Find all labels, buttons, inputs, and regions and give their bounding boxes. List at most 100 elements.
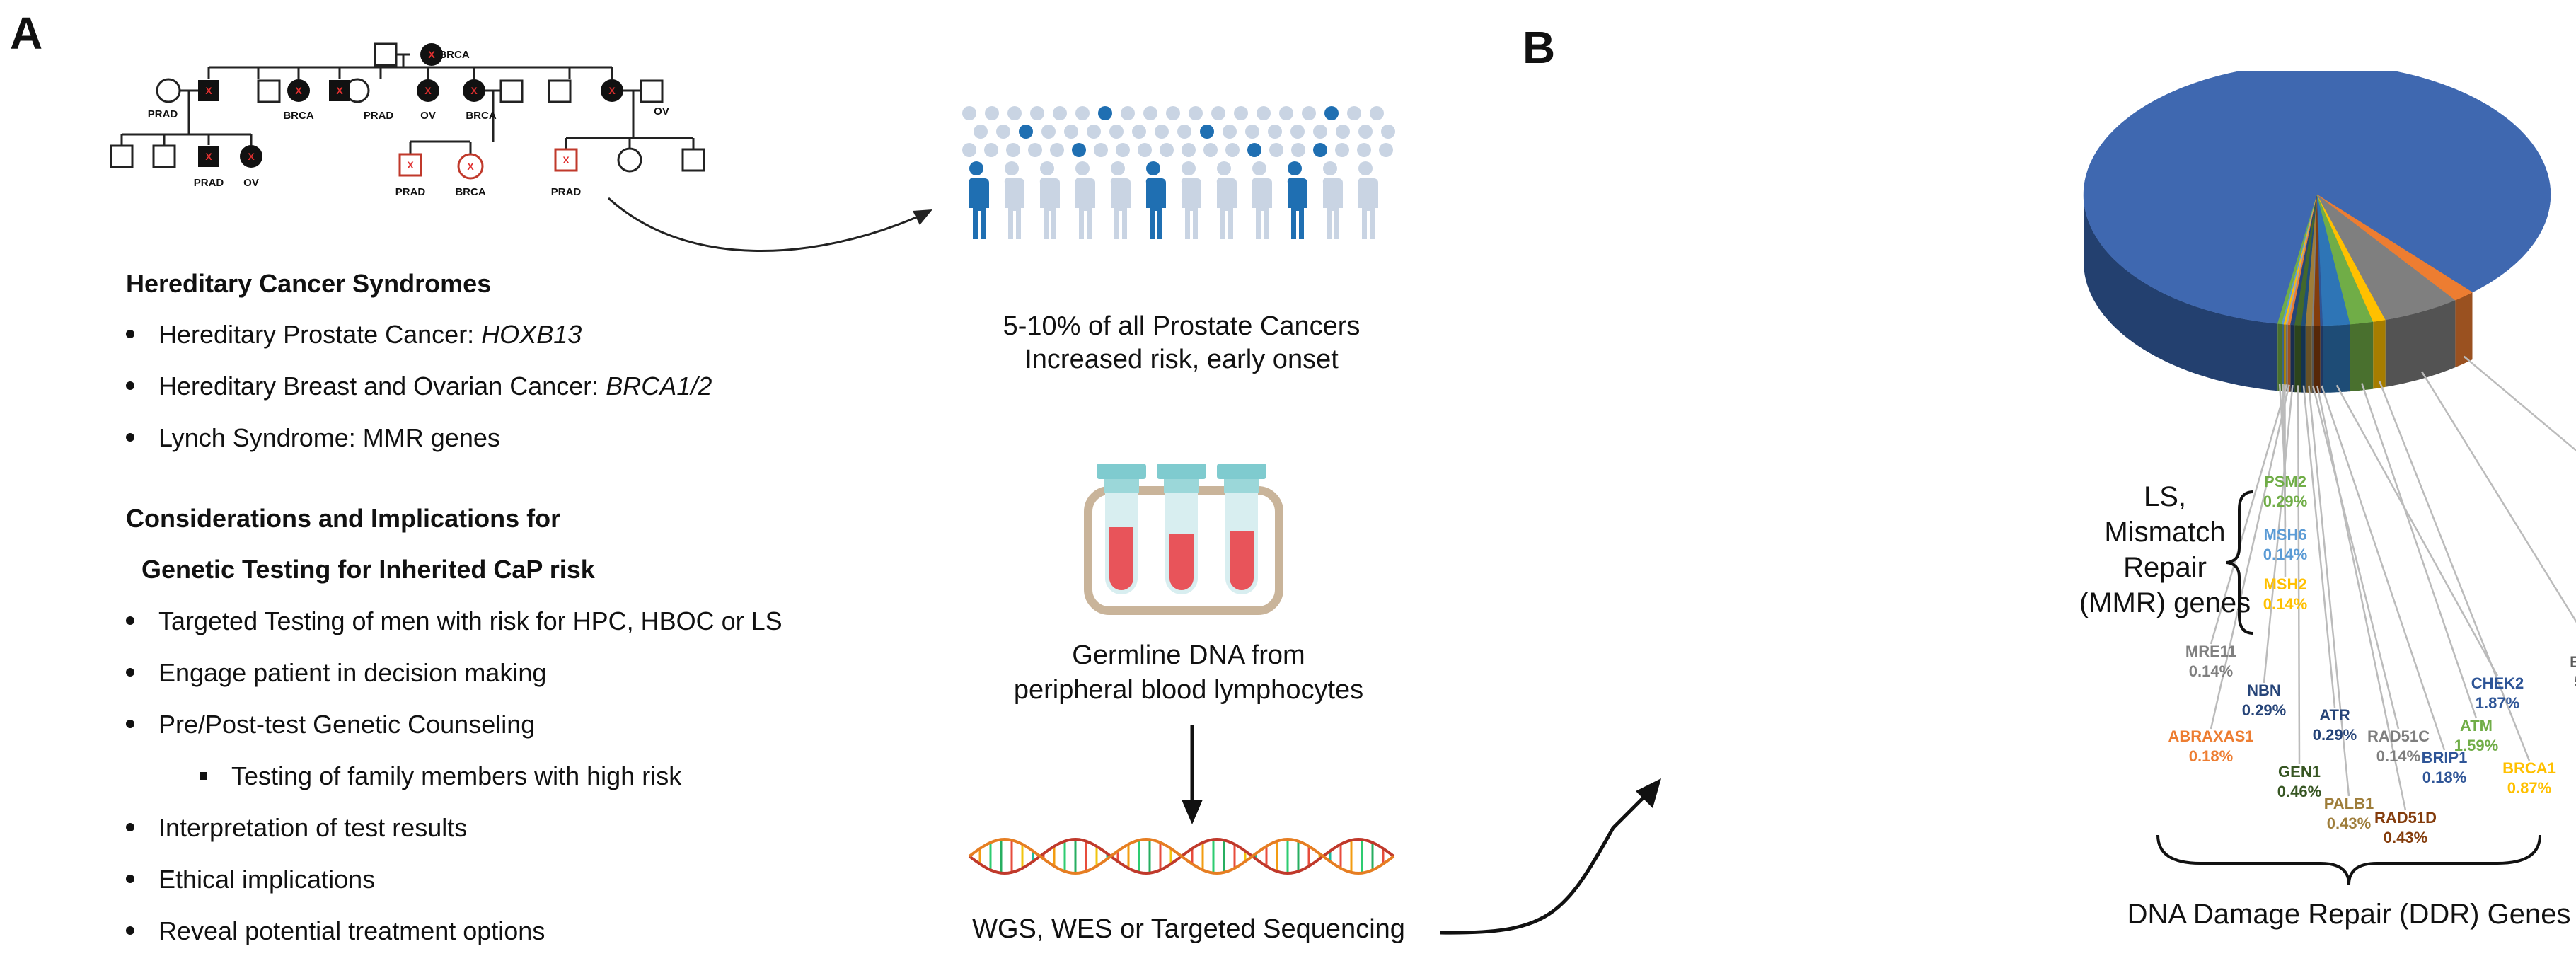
population-dot bbox=[1109, 125, 1124, 139]
list-item-counseling: Pre/Post-test Genetic Counseling bbox=[126, 710, 535, 739]
population-dot bbox=[985, 106, 999, 120]
person-icon bbox=[1180, 161, 1201, 239]
slice-gene-label: ABRAXAS1 bbox=[2168, 727, 2253, 745]
panel-b-letter: B bbox=[1523, 22, 1556, 73]
slice-gene-label: PSM2 bbox=[2264, 473, 2306, 490]
pie-main-side bbox=[2084, 195, 2278, 391]
pie-slice bbox=[2301, 194, 2318, 326]
svg-text:X: X bbox=[407, 159, 414, 171]
population-dot bbox=[1324, 106, 1339, 120]
population-dot bbox=[1182, 143, 1196, 157]
list-item-interpretation: Interpretation of test results bbox=[126, 813, 467, 843]
population-dot bbox=[1203, 143, 1218, 157]
slice-gene-label: BRCA2 bbox=[2570, 653, 2576, 671]
slice-percent-label: 0.14% bbox=[2376, 747, 2420, 765]
list-item-hboc: Hereditary Breast and Ovarian Cancer: BR… bbox=[126, 372, 712, 401]
svg-text:BRCA: BRCA bbox=[455, 186, 485, 198]
population-dot bbox=[1200, 125, 1214, 139]
leader-line bbox=[2321, 385, 2446, 751]
svg-text:X: X bbox=[205, 85, 212, 96]
population-dot bbox=[1028, 143, 1042, 157]
population-dot bbox=[996, 125, 1010, 139]
population-dot bbox=[1160, 143, 1174, 157]
population-dot bbox=[1006, 143, 1020, 157]
population-dot bbox=[1177, 125, 1191, 139]
pie-slice-side bbox=[2305, 325, 2312, 393]
svg-text:X: X bbox=[424, 85, 432, 96]
pedigree-to-population-arrow bbox=[607, 197, 932, 253]
population-dot bbox=[1094, 143, 1108, 157]
person-icon bbox=[968, 161, 989, 239]
svg-text:PRAD: PRAD bbox=[551, 186, 582, 198]
slice-gene-label: CHEK2 bbox=[2471, 674, 2524, 692]
population-dot bbox=[1268, 125, 1282, 139]
population-dot bbox=[1234, 106, 1248, 120]
pie-slice-side bbox=[2314, 326, 2321, 393]
leader-line bbox=[2312, 385, 2400, 730]
leader-line bbox=[2210, 384, 2288, 645]
slice-gene-label: MSH2 bbox=[2263, 575, 2306, 593]
population-dot bbox=[1116, 143, 1130, 157]
population-dot bbox=[1050, 143, 1064, 157]
population-dot bbox=[1223, 125, 1237, 139]
leader-line bbox=[2316, 385, 2407, 811]
slice-percent-label: 0.14% bbox=[2189, 662, 2233, 680]
pie-slice-side bbox=[2301, 325, 2306, 393]
slice-percent-label: 1.87% bbox=[2476, 694, 2519, 712]
ddr-pie-chart: PSM20.29%MSH60.14%MSH20.14%MRE110.14%ABR… bbox=[2079, 71, 2576, 930]
slice-percent-label: 0.14% bbox=[2263, 546, 2307, 563]
pie-slice bbox=[2314, 194, 2321, 326]
pie-slice-side bbox=[2350, 321, 2374, 392]
svg-text:PRAD: PRAD bbox=[364, 110, 394, 122]
down-arrow bbox=[1182, 725, 1203, 824]
svg-text:X: X bbox=[295, 85, 302, 96]
slice-percent-label: 0.46% bbox=[2277, 783, 2321, 800]
section-hereditary-title: Hereditary Cancer Syndromes bbox=[126, 269, 492, 298]
germline-dna-line1: Germline DNA from bbox=[1072, 640, 1305, 670]
population-dot bbox=[1290, 125, 1305, 139]
svg-text:BRCA: BRCA bbox=[283, 110, 313, 122]
population-dot bbox=[1075, 106, 1090, 120]
slice-percent-label: 0.29% bbox=[2242, 701, 2286, 719]
leader-line bbox=[2263, 384, 2294, 684]
person-icon bbox=[1322, 161, 1343, 239]
population-dot bbox=[1211, 106, 1225, 120]
population-dot bbox=[1313, 125, 1327, 139]
slice-gene-label: MSH6 bbox=[2263, 526, 2306, 543]
svg-text:X: X bbox=[336, 85, 343, 96]
prostate-cancer-stat: 5-10% of all Prostate Cancers bbox=[1003, 311, 1361, 341]
pie-slice bbox=[2316, 194, 2456, 321]
dna-helix-icon bbox=[968, 837, 1395, 875]
list-item-treatment: Reveal potential treatment options bbox=[126, 916, 545, 946]
svg-text:BRCA: BRCA bbox=[439, 49, 469, 61]
section-considerations-title-1: Considerations and Implications for bbox=[126, 504, 561, 533]
population-dot bbox=[1189, 106, 1203, 120]
population-dot bbox=[1370, 106, 1384, 120]
svg-text:X: X bbox=[428, 49, 435, 60]
pie-slice-side bbox=[2282, 323, 2284, 392]
germline-dna-line2: peripheral blood lymphocytes bbox=[1013, 675, 1364, 705]
slice-gene-label: ATR bbox=[2319, 706, 2350, 724]
population-dot bbox=[1257, 106, 1271, 120]
list-item-engage-patient: Engage patient in decision making bbox=[126, 658, 546, 688]
leader-line bbox=[2210, 384, 2290, 730]
population-dot bbox=[1087, 125, 1101, 139]
population-dot bbox=[1030, 106, 1044, 120]
prostate-risk-note: Increased risk, early onset bbox=[1024, 345, 1339, 374]
pie-slice bbox=[2294, 194, 2318, 326]
leader-line bbox=[2463, 355, 2576, 452]
population-dot bbox=[1143, 106, 1157, 120]
pie-slice bbox=[2316, 194, 2473, 301]
population-dot bbox=[1357, 143, 1371, 157]
svg-text:BRCA: BRCA bbox=[466, 110, 496, 122]
pie-slice-side bbox=[2284, 324, 2286, 392]
sequencing-label: WGS, WES or Targeted Sequencing bbox=[972, 914, 1405, 944]
svg-text:X: X bbox=[248, 151, 255, 162]
person-icon bbox=[1357, 161, 1378, 239]
population-dot bbox=[1313, 143, 1327, 157]
population-dot bbox=[1155, 125, 1169, 139]
pie-slice-side bbox=[2294, 325, 2301, 393]
pie-main-slice bbox=[2083, 71, 2551, 324]
panel-a-letter: A bbox=[10, 8, 43, 59]
person-icon bbox=[1286, 161, 1307, 239]
